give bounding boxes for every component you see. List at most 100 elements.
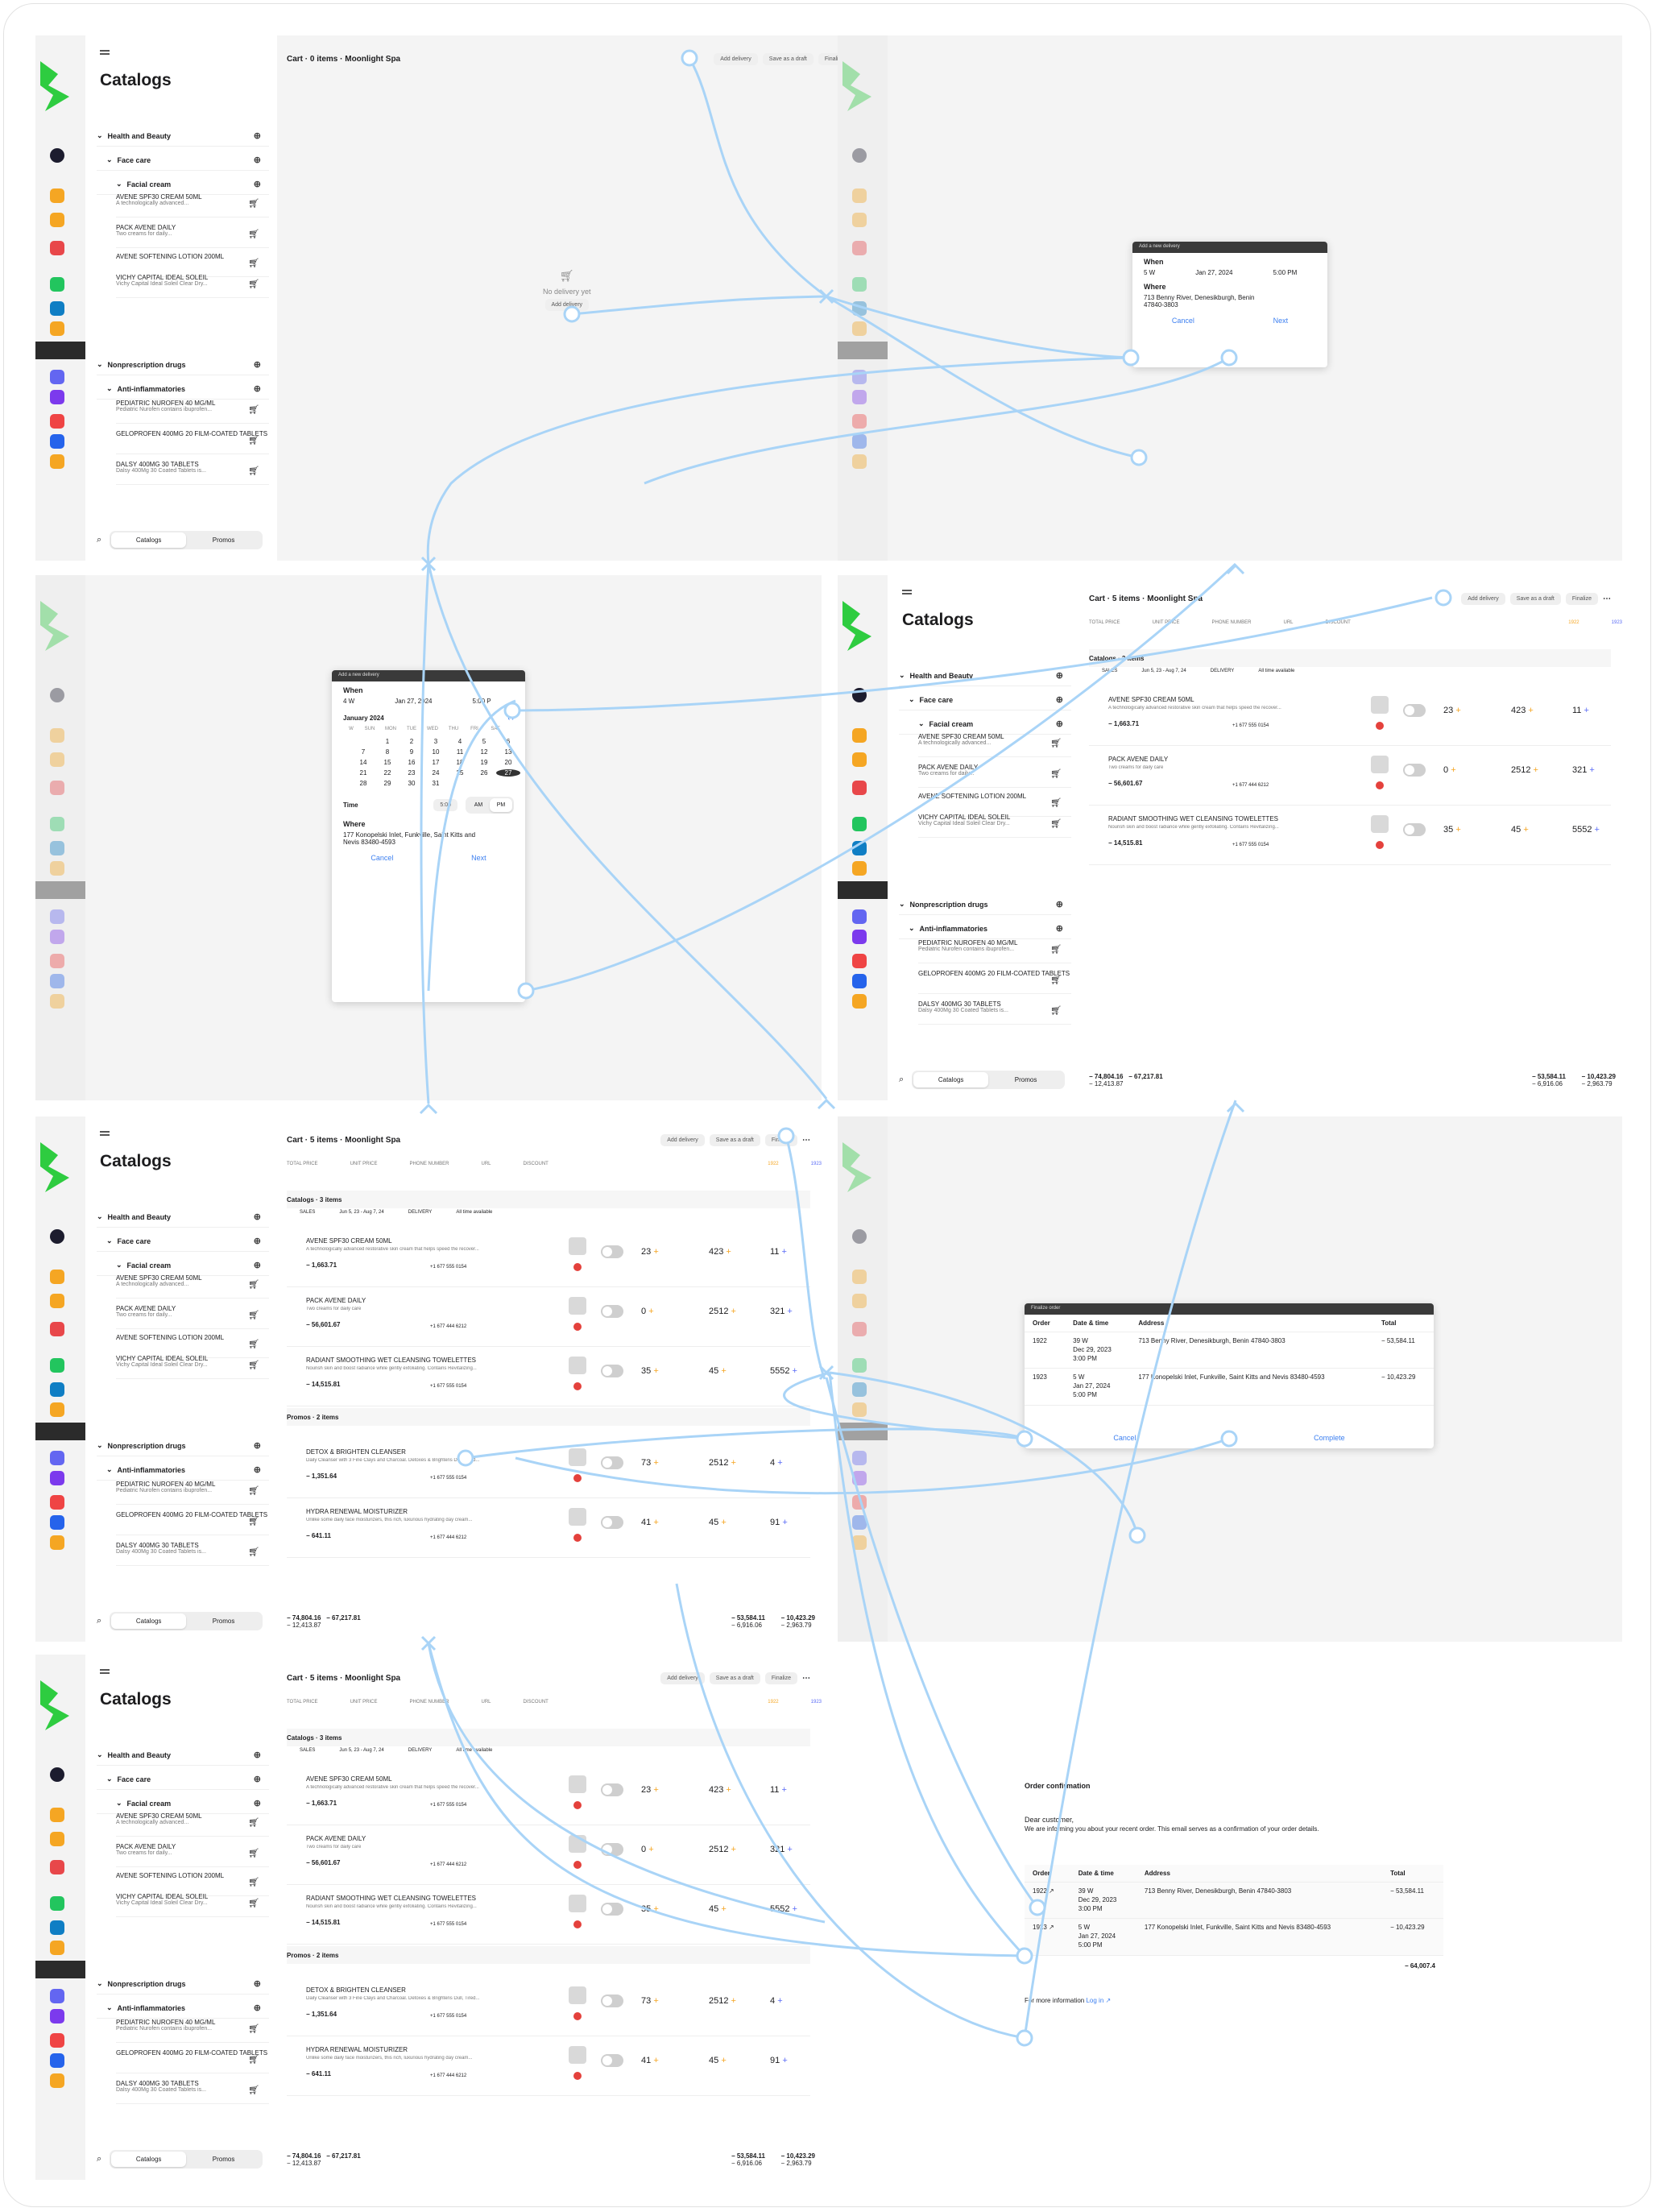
- home-icon[interactable]: [50, 188, 64, 203]
- account-icon[interactable]: [852, 688, 867, 702]
- cart-icon[interactable]: 🛒︎: [1050, 769, 1062, 779]
- remove-icon[interactable]: [573, 1474, 582, 1482]
- delivery-2-qty[interactable]: 91 +: [770, 2056, 788, 2065]
- discount-qty[interactable]: 41 +: [641, 1518, 659, 1527]
- cart-icon[interactable]: 🛒︎: [248, 259, 259, 268]
- discount-qty[interactable]: 23 +: [641, 1247, 659, 1257]
- list-icon[interactable]: [50, 390, 64, 404]
- collapse-icon[interactable]: [902, 590, 912, 591]
- tab-promos[interactable]: Promos: [212, 1617, 235, 1625]
- chat-icon[interactable]: [852, 861, 867, 876]
- discount-qty[interactable]: 73 +: [641, 1458, 659, 1468]
- calendar-day[interactable]: 16: [408, 759, 416, 766]
- discount-toggle[interactable]: [1403, 704, 1426, 717]
- files-icon[interactable]: [50, 841, 64, 855]
- remove-icon[interactable]: [573, 1920, 582, 1928]
- add-to-cart-icon[interactable]: ⊕: [253, 131, 261, 141]
- tree-group[interactable]: ⌄Anti-inflammatories⊕: [97, 1460, 269, 1481]
- files-icon[interactable]: [50, 1920, 64, 1935]
- calendar-icon[interactable]: [852, 909, 867, 924]
- cart-icon[interactable]: 🛒︎: [248, 1486, 259, 1496]
- tree-group[interactable]: ⌄Health and Beauty⊕: [899, 665, 1071, 686]
- more-icon[interactable]: ⋯: [802, 1673, 810, 1683]
- when-row[interactable]: 4 W Jan 27, 2024 5:00 P: [332, 696, 525, 706]
- crown-icon[interactable]: [852, 974, 867, 988]
- calendar-day[interactable]: 3: [433, 738, 438, 745]
- tree-group[interactable]: ⌄Face care⊕: [97, 1231, 269, 1252]
- delivery-1-qty[interactable]: 2512 +: [709, 1458, 736, 1468]
- cart-icon[interactable]: 🛒︎: [248, 1311, 259, 1320]
- catalog-product[interactable]: Avene Softening Lotion 200ml🛒︎: [116, 248, 269, 277]
- add-to-cart-icon[interactable]: ⊕: [253, 1441, 261, 1451]
- tab-catalogs[interactable]: Catalogs: [913, 1071, 989, 1087]
- gallery-icon[interactable]: [50, 454, 64, 469]
- delivery-1-qty[interactable]: 45 +: [709, 1904, 727, 1914]
- delivery-2-qty[interactable]: 321 +: [1572, 765, 1595, 775]
- where-field[interactable]: 713 Benny River, Denesikburgh, Benin 478…: [1144, 294, 1255, 309]
- next-button[interactable]: Next: [1273, 317, 1289, 325]
- cart-icon[interactable]: 🛒︎: [248, 2024, 259, 2034]
- add-to-cart-icon[interactable]: ⊕: [253, 180, 261, 189]
- add-to-cart-icon[interactable]: ⊕: [253, 1799, 261, 1808]
- cart-icon[interactable]: 🛒︎: [248, 1361, 259, 1370]
- alerts-icon[interactable]: [852, 781, 867, 795]
- discount-qty[interactable]: 0 +: [1443, 765, 1456, 775]
- add-to-cart-icon[interactable]: ⊕: [253, 2003, 261, 2013]
- tree-group[interactable]: ⌄Nonprescription drugs⊕: [97, 1435, 269, 1456]
- delivery-badge[interactable]: 1923: [1611, 620, 1622, 625]
- cart-icon[interactable]: 🛒︎: [1050, 739, 1062, 748]
- add-to-cart-icon[interactable]: ⊕: [253, 360, 261, 370]
- catalog-product[interactable]: GELOPROFEN 400MG 20 FILM-COATED TABLETS🛒…: [918, 965, 1071, 994]
- cancel-button[interactable]: Cancel: [371, 854, 394, 862]
- cart-icon[interactable]: 🛒︎: [248, 436, 259, 445]
- crown-icon[interactable]: [50, 434, 64, 449]
- crown-icon[interactable]: [50, 1515, 64, 1530]
- discount-qty[interactable]: 0 +: [641, 1307, 654, 1316]
- cart-icon[interactable]: 🛒︎: [248, 1280, 259, 1290]
- save-draft-button[interactable]: Save as a draft: [1509, 592, 1561, 605]
- delivery-2-qty[interactable]: 321 +: [770, 1307, 793, 1316]
- alerts-icon[interactable]: [852, 1322, 867, 1336]
- add-to-cart-icon[interactable]: ⊕: [1055, 671, 1063, 681]
- home-icon[interactable]: [50, 728, 64, 743]
- cart-icon[interactable]: 🛒︎: [248, 1899, 259, 1908]
- cart-row[interactable]: Radiant Smoothing Wet Cleansing Towelett…: [287, 1887, 810, 1945]
- layers-icon[interactable]: [50, 954, 64, 968]
- store-icon[interactable]: [50, 1896, 64, 1911]
- catalog-product[interactable]: Avene Softening Lotion 200ml🛒︎: [116, 1329, 269, 1358]
- cart-icon[interactable]: 🛒︎: [248, 230, 259, 239]
- cart-icon[interactable]: 🛒︎: [248, 280, 259, 289]
- remove-icon[interactable]: [1376, 781, 1384, 789]
- discount-toggle[interactable]: [601, 1843, 623, 1856]
- delivery-badge[interactable]: 1922: [1568, 620, 1579, 625]
- tab-promos[interactable]: Promos: [212, 2155, 235, 2163]
- calendar-day[interactable]: 15: [383, 759, 391, 766]
- discount-qty[interactable]: 35 +: [1443, 825, 1461, 835]
- cart-icon[interactable]: 🛒︎: [248, 2055, 259, 2065]
- calendar-day[interactable]: 17: [432, 759, 440, 766]
- month-nav[interactable]: ‹ ›: [507, 715, 514, 722]
- account-icon[interactable]: [50, 688, 64, 702]
- store-icon[interactable]: [852, 1358, 867, 1373]
- calendar-day[interactable]: 1: [385, 738, 390, 745]
- calendar-icon[interactable]: [50, 370, 64, 384]
- chat-icon[interactable]: [50, 861, 64, 876]
- alerts-icon[interactable]: [50, 1860, 64, 1874]
- chat-icon[interactable]: [50, 321, 64, 336]
- search-icon[interactable]: ⌕: [899, 1074, 905, 1084]
- tree-group[interactable]: ⌄Face care⊕: [899, 690, 1071, 710]
- active-icon[interactable]: [35, 1423, 85, 1440]
- cart-icon[interactable]: 🛒︎: [1050, 798, 1062, 808]
- add-to-cart-icon[interactable]: ⊕: [253, 1979, 261, 1989]
- tab-catalogs[interactable]: Catalogs: [111, 2151, 187, 2167]
- more-icon[interactable]: ⋯: [802, 1135, 810, 1145]
- discount-toggle[interactable]: [601, 1456, 623, 1469]
